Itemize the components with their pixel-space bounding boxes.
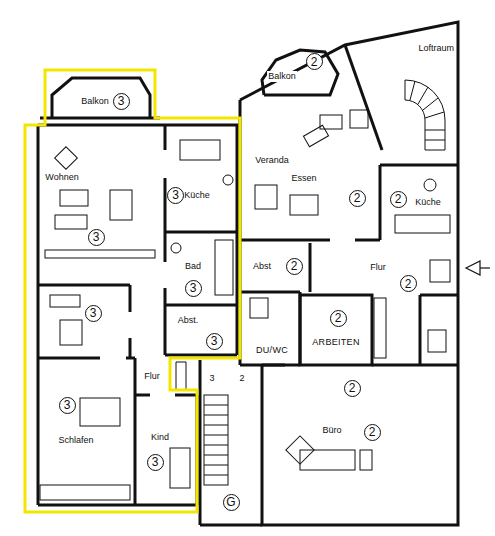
room-number: 3	[113, 93, 130, 110]
room: VerandaEssen 2	[241, 100, 379, 239]
stairs	[176, 80, 445, 485]
room-number: 3	[167, 187, 184, 204]
walls	[38, 22, 458, 525]
room: Bad 3	[166, 233, 236, 304]
room-name: DU/WC	[255, 345, 289, 356]
room-number: 3	[206, 333, 223, 350]
room: Kind 3	[136, 396, 196, 504]
room: Balkon 2	[264, 52, 336, 95]
room-number: 2	[330, 310, 347, 327]
room-number: 3	[85, 305, 102, 322]
room: Küche3	[166, 127, 236, 231]
room: 2Büro2	[263, 366, 457, 524]
room-name: Wohnen	[44, 172, 79, 183]
room: 3	[40, 286, 129, 357]
room-name: Schlafen	[57, 435, 94, 446]
room-number: 3	[88, 229, 105, 246]
room: Küche 2	[381, 166, 457, 239]
room-name: ARBEITEN	[311, 337, 360, 348]
room-number: 3	[59, 397, 76, 414]
furniture	[40, 110, 450, 500]
room-name: Kind	[150, 432, 170, 443]
room: 2ARBEITEN	[301, 296, 371, 364]
room-number: 3	[185, 280, 202, 297]
room: Flur 2	[311, 243, 457, 293]
level-number: 3	[208, 373, 215, 384]
room-name: Büro	[321, 425, 342, 436]
room-name: Balkon	[80, 96, 110, 107]
room: Wohnen 3	[40, 127, 164, 284]
room-name: Küche	[183, 190, 211, 201]
room-name: Küche	[414, 197, 442, 208]
room-name: Flur	[369, 262, 387, 273]
room-number: 2	[390, 191, 407, 208]
room: Abst. 3	[166, 306, 236, 354]
room-number: 2	[349, 190, 366, 207]
room-number: 2	[306, 53, 323, 70]
room-number: 2	[286, 258, 303, 275]
room: 3Schlafen	[40, 359, 134, 504]
room-name: Essen	[290, 173, 317, 184]
room-name: Balkon	[267, 71, 297, 82]
room: Loftraum	[350, 24, 456, 74]
entrance-arrow	[466, 261, 490, 275]
room-number: 2	[400, 275, 417, 292]
level-number: 2	[238, 373, 245, 384]
room: DU/WC	[241, 293, 299, 364]
room: Balkon3	[52, 78, 150, 118]
unit-outline	[25, 70, 240, 512]
room-number: 2	[364, 424, 381, 441]
room-name: Loftraum	[417, 43, 455, 54]
room-name: Abst.	[177, 315, 200, 326]
room-name: Flur	[143, 371, 161, 382]
room-number: 3	[147, 454, 164, 471]
room-name: Veranda	[254, 155, 290, 166]
room: Flur	[131, 358, 199, 394]
room-name: Abst	[252, 261, 272, 272]
room-number: 2	[344, 380, 361, 397]
room: Abst 2	[241, 243, 309, 291]
stair-marker: G	[223, 494, 240, 511]
room-name: Bad	[184, 261, 202, 272]
